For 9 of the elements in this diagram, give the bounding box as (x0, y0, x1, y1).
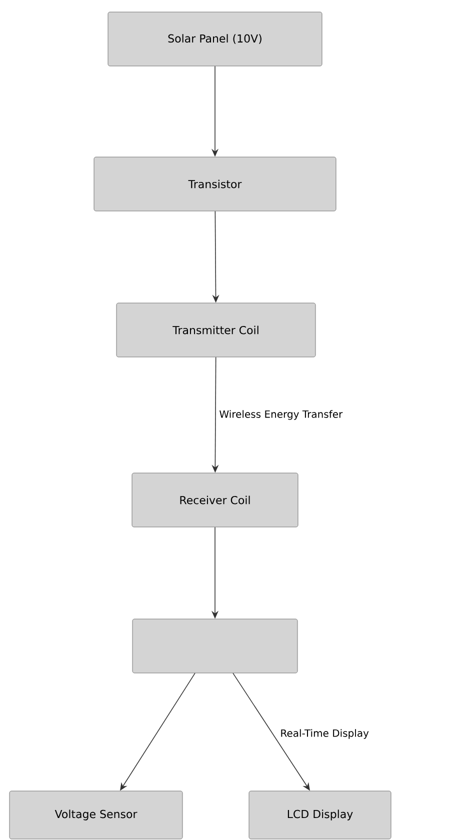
edge-label: Real-Time Display (279, 728, 370, 740)
empty-box (132, 618, 298, 674)
process-box: Transistor (94, 156, 336, 212)
process-box: Receiver Coil (132, 472, 298, 528)
process-box: Solar Panel (10V) (108, 12, 322, 66)
edge-label: Wireless Energy Transfer (218, 409, 344, 421)
process-box: Transmitter Coil (116, 302, 316, 358)
process-box: Voltage Sensor (9, 790, 183, 840)
process-box: LCD Display (248, 790, 392, 840)
